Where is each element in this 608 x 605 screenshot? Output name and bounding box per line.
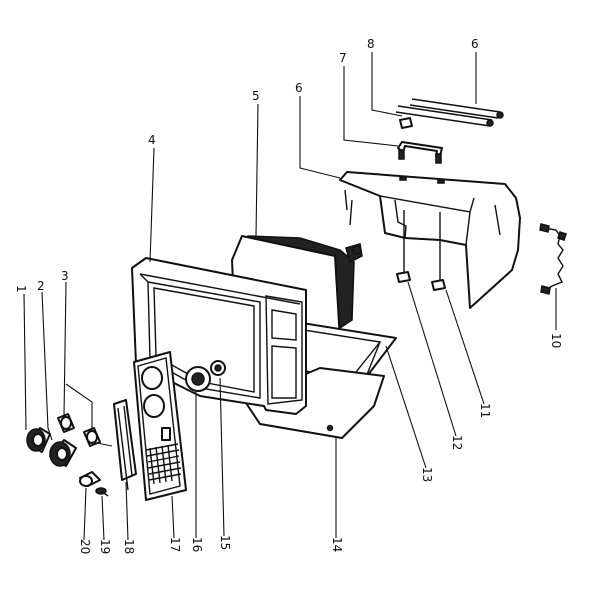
callout-12: 12 <box>450 435 464 450</box>
trim-strip-part-18 <box>113 399 137 491</box>
knob-shaft-part-3 <box>57 413 101 447</box>
callout-10: 10 <box>549 333 563 348</box>
clip-part-12 <box>396 210 411 283</box>
callout-6-rods: 6 <box>471 37 479 51</box>
knob-part-1 <box>26 427 51 453</box>
callout-20: 20 <box>78 539 92 554</box>
callout-7: 7 <box>339 51 347 65</box>
screw-part-19 <box>95 487 109 497</box>
small-knob-part-15 <box>210 360 226 376</box>
callout-17: 17 <box>168 537 182 552</box>
callout-13: 13 <box>420 467 434 482</box>
control-panel-part-17 <box>133 351 187 501</box>
callout-16: 16 <box>190 537 204 552</box>
callout-4: 4 <box>148 133 156 147</box>
leader-lines <box>23 52 557 541</box>
knob-part-16 <box>185 366 211 392</box>
front-bezel-part-4 <box>131 257 307 415</box>
callout-labels: 1 2 3 4 5 6 7 8 6 10 11 12 13 14 15 16 1… <box>14 37 563 554</box>
power-cord-part-10 <box>539 223 567 295</box>
clip-part-8 <box>399 117 413 129</box>
callout-11: 11 <box>478 403 492 418</box>
handle-part-7 <box>397 141 443 164</box>
callout-8: 8 <box>367 37 375 51</box>
callout-18: 18 <box>122 539 136 554</box>
clip-part-11 <box>431 212 446 291</box>
small-knob-part-20 <box>79 471 101 487</box>
callout-19: 19 <box>98 539 112 554</box>
callout-15: 15 <box>218 535 232 550</box>
callout-1: 1 <box>14 285 28 293</box>
rod-pair-part-6 <box>395 98 504 127</box>
knob-part-2 <box>49 439 77 467</box>
callout-14: 14 <box>330 537 344 552</box>
callout-3: 3 <box>61 269 69 283</box>
callout-5: 5 <box>252 89 260 103</box>
rear-cover-part-6 <box>339 171 521 309</box>
callout-6-cover: 6 <box>295 81 303 95</box>
callout-2: 2 <box>37 279 45 293</box>
